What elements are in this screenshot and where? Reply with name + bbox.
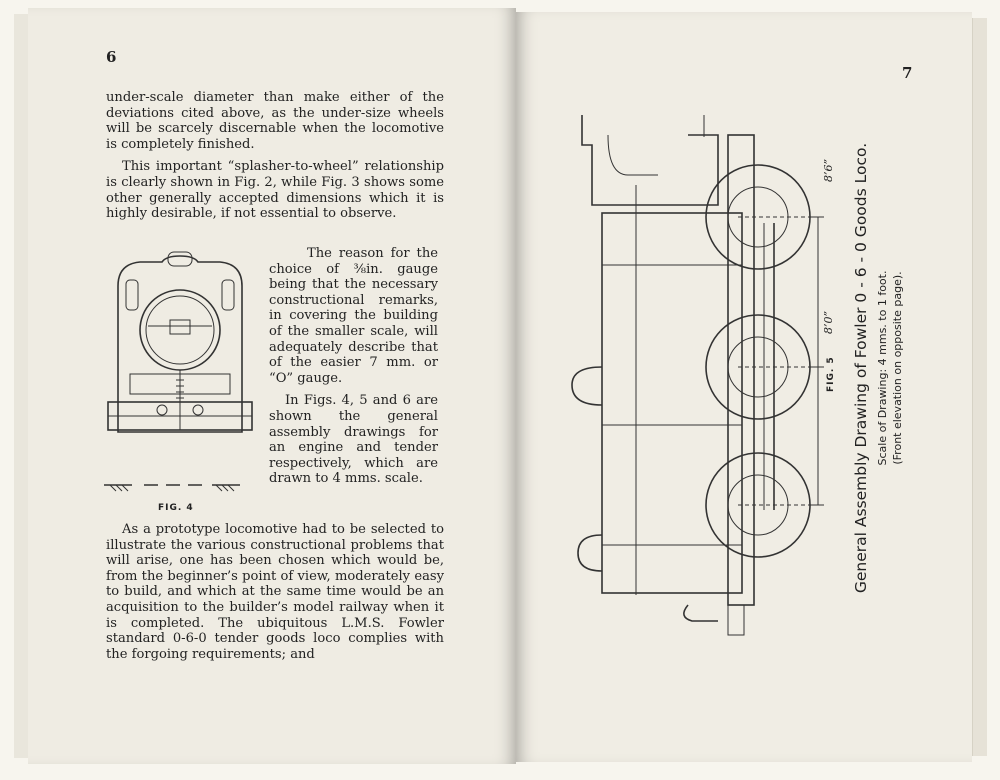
paragraph-3: The reason for the choice of ⅜in. gauge … bbox=[269, 246, 438, 386]
paragraph-5: As a prototype locomotive had to be sele… bbox=[106, 522, 444, 662]
page-number-right: 7 bbox=[902, 64, 913, 82]
fig5-locomotive-drawing bbox=[571, 115, 824, 636]
paragraph-4: In Figs. 4, 5 and 6 are shown the genera… bbox=[269, 393, 438, 487]
caption-scale: Scale of Drawing: 4 mms. to 1 foot. bbox=[876, 270, 889, 466]
right-page bbox=[516, 12, 972, 762]
fig5-caption: General Assembly Drawing of Fowler 0 - 6… bbox=[852, 108, 904, 628]
page-number-left: 6 bbox=[106, 48, 117, 66]
right-page-edge bbox=[972, 18, 987, 756]
fig5-label: FIG. 5 bbox=[826, 356, 836, 392]
top-text-block: under-scale diameter than make either of… bbox=[106, 90, 444, 229]
fig4-front-elevation-drawing bbox=[104, 251, 253, 492]
dimension-lower: 8’0” bbox=[822, 310, 835, 334]
caption-title: General Assembly Drawing of Fowler 0 - 6… bbox=[852, 142, 870, 594]
paragraph-2: This important “splasher-to-wheel” relat… bbox=[106, 159, 444, 222]
paragraph-1: under-scale diameter than make either of… bbox=[106, 90, 444, 152]
side-text-block: The reason for the choice of ⅜in. gauge … bbox=[269, 246, 438, 494]
bottom-text-block: As a prototype locomotive had to be sele… bbox=[106, 522, 444, 669]
left-page bbox=[28, 8, 516, 764]
fig4-caption: FIG. 4 bbox=[158, 503, 194, 513]
dimension-upper: 8’6” bbox=[822, 158, 835, 182]
caption-note: (Front elevation on opposite page). bbox=[891, 271, 904, 465]
